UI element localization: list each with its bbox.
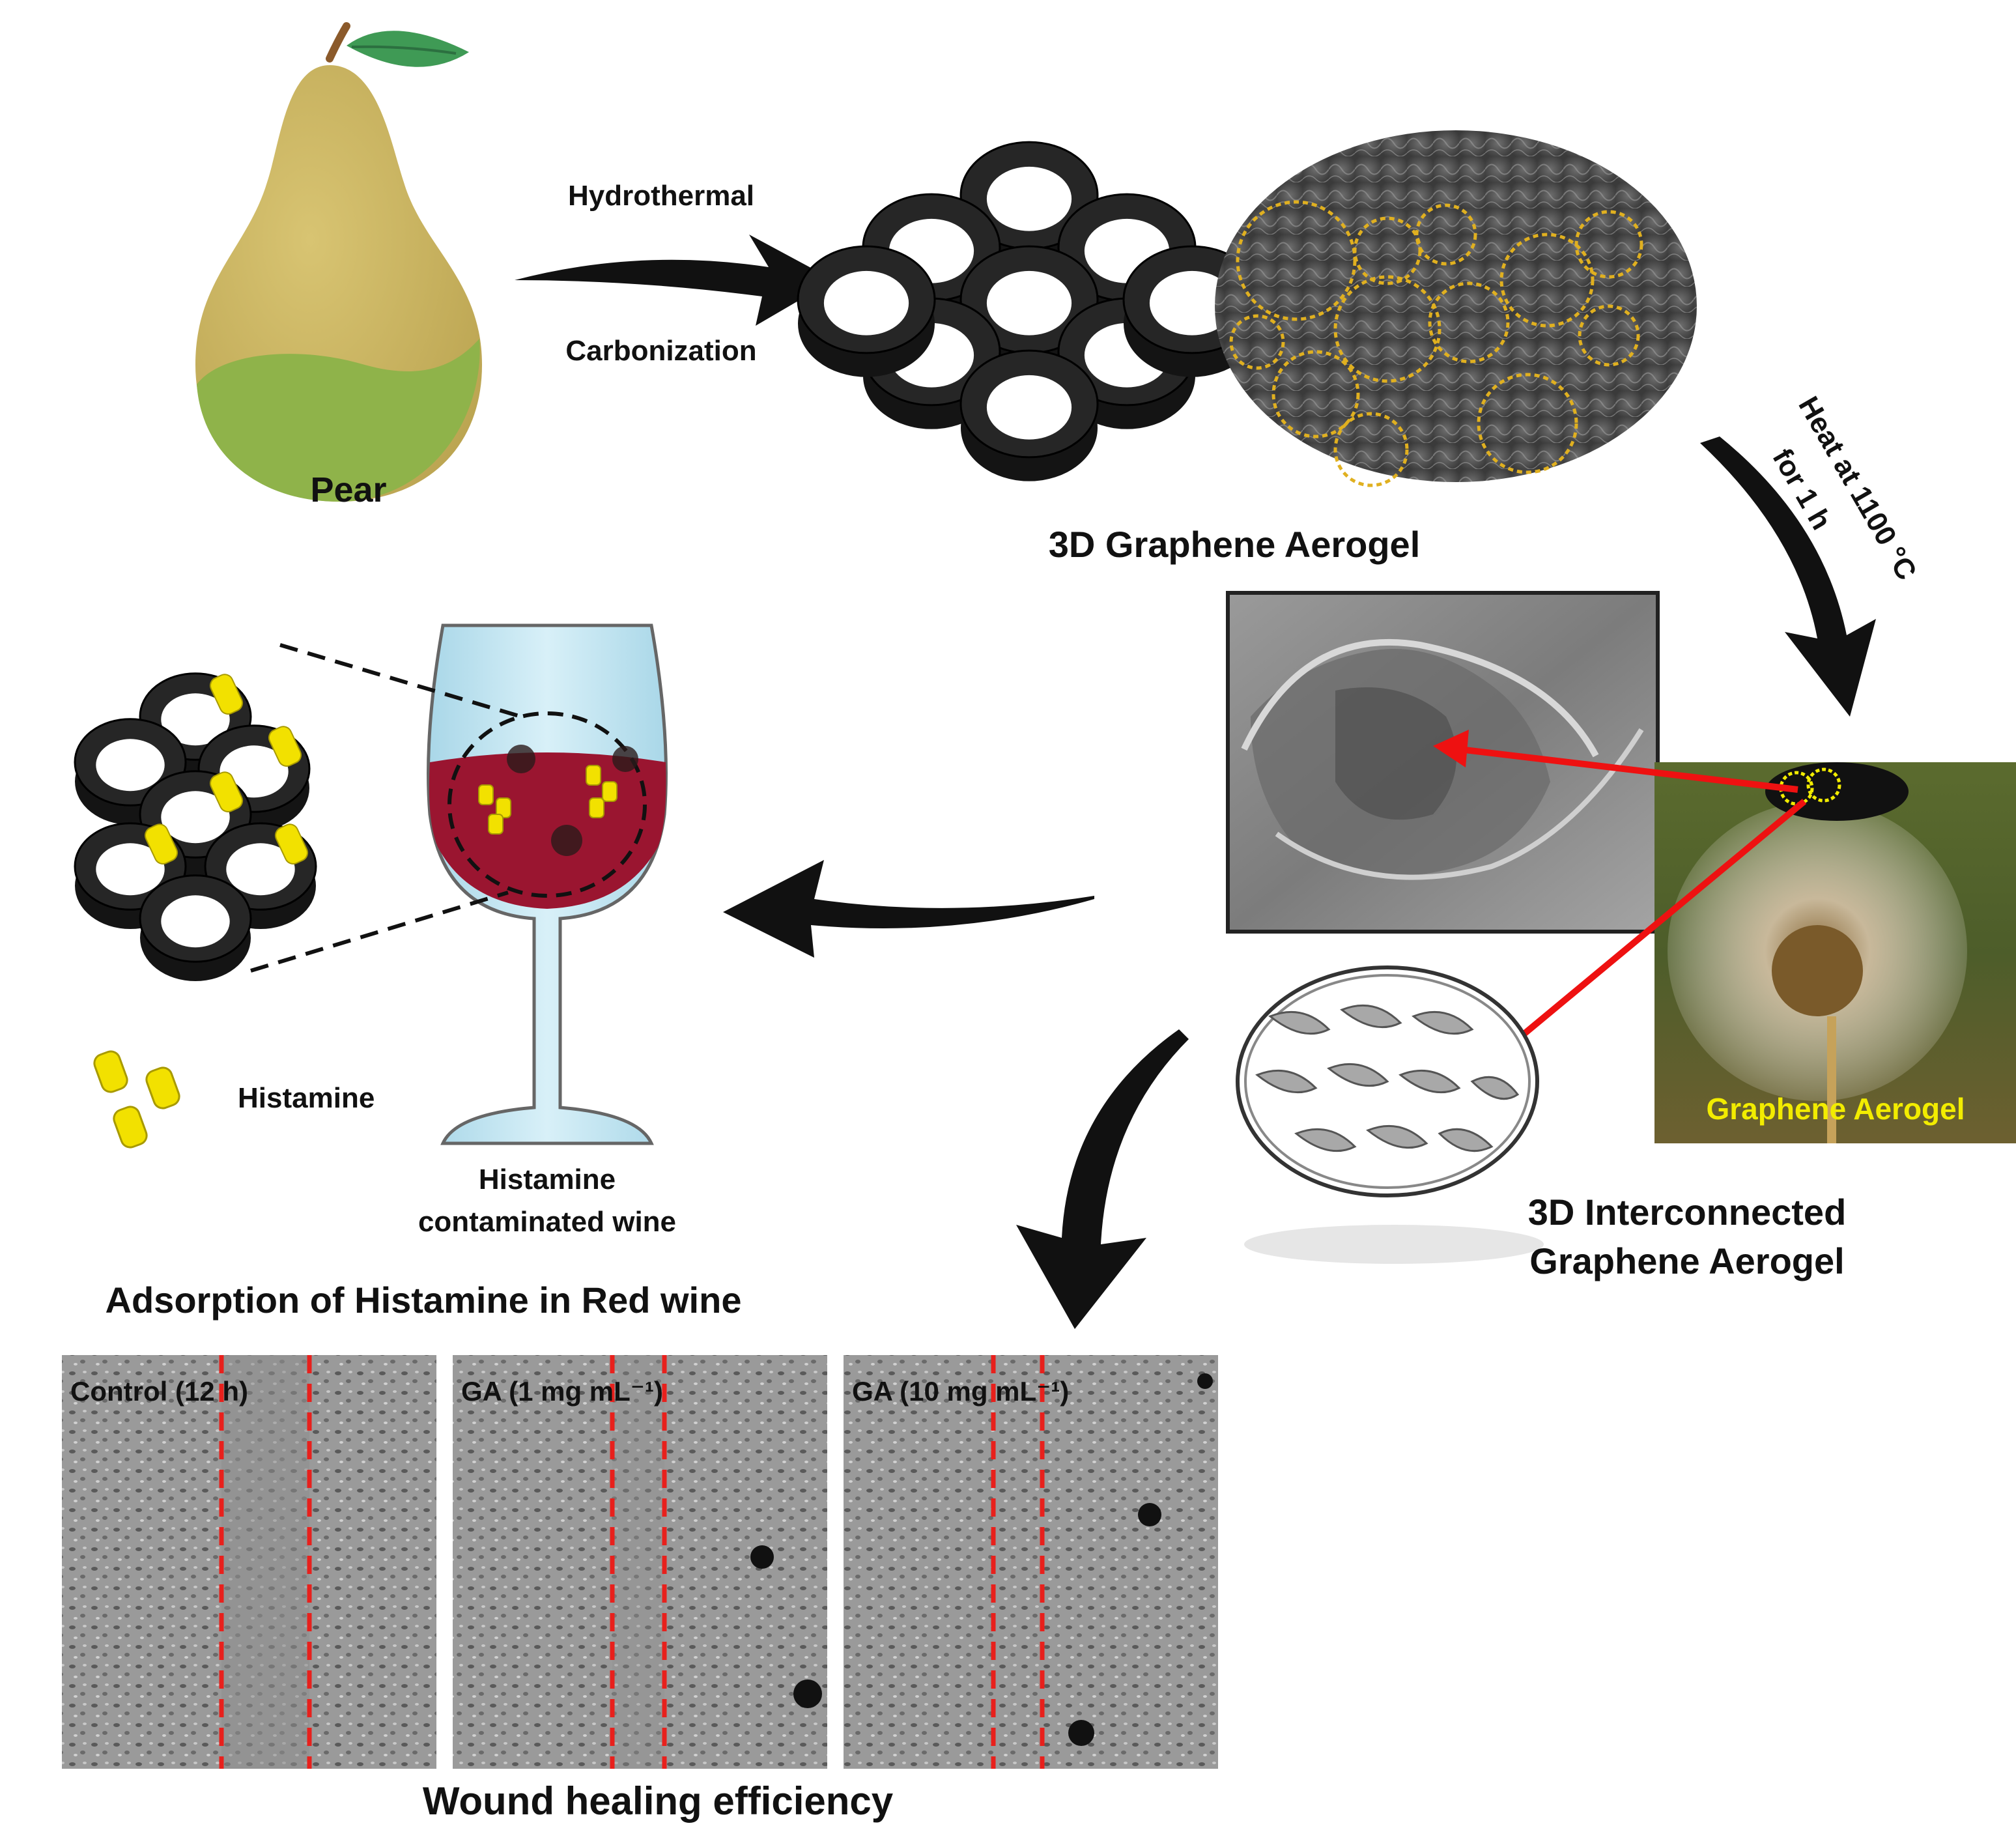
histamine-label: Histamine bbox=[238, 1082, 375, 1114]
carbon-tube-cluster bbox=[797, 141, 1262, 481]
interconnected-label-line1: 3D Interconnected bbox=[1528, 1192, 1847, 1233]
hydrothermal-label: Hydrothermal bbox=[568, 180, 754, 212]
panel-label-ga-1: GA (1 mg mL⁻¹) bbox=[461, 1376, 663, 1407]
wound-panel-ga-10: GA (10 mg mL⁻¹) bbox=[844, 1355, 1218, 1769]
wound-panel-control: Control (12 h) bbox=[62, 1355, 436, 1769]
zoom-dashed-lines bbox=[250, 643, 522, 973]
carbonization-label: Carbonization bbox=[565, 335, 756, 367]
aerogel-3d-label: 3D Graphene Aerogel bbox=[1049, 524, 1421, 565]
wine-label-line1: Histamine bbox=[479, 1164, 616, 1195]
wine-glass: Histamine contaminated wine bbox=[418, 623, 676, 1238]
interconnected-aerogel-ellipse: 3D Interconnected Graphene Aerogel bbox=[1236, 965, 1847, 1281]
wound-panel-ga-1: GA (1 mg mL⁻¹) bbox=[453, 1355, 827, 1769]
pear-label: Pear bbox=[310, 470, 386, 509]
sem-circle-image: 3D Graphene Aerogel bbox=[1049, 130, 1697, 565]
histamine-loaded-tubes bbox=[74, 672, 317, 982]
panel-label-ga-10: GA (10 mg mL⁻¹) bbox=[852, 1376, 1069, 1407]
interconnected-label-line2: Graphene Aerogel bbox=[1529, 1240, 1844, 1281]
pear-illustration: Pear bbox=[195, 22, 482, 509]
arrow-to-panels bbox=[1016, 1029, 1189, 1329]
process-arrow-1: Hydrothermal Carbonization bbox=[515, 180, 834, 367]
histamine-icon bbox=[93, 1050, 180, 1149]
arrow-to-wine bbox=[723, 860, 1094, 958]
heat-arrow: Heat at 1100 °C for 1 h bbox=[1700, 392, 1923, 717]
wine-label-line2: contaminated wine bbox=[418, 1206, 676, 1238]
graphene-aerogel-photo: Graphene Aerogel bbox=[1654, 762, 2016, 1143]
wound-healing-title: Wound healing efficiency bbox=[423, 1779, 894, 1823]
graphene-aerogel-photo-label: Graphene Aerogel bbox=[1706, 1092, 1965, 1126]
histamine-legend: Histamine bbox=[93, 1050, 375, 1149]
panel-label-control: Control (12 h) bbox=[70, 1376, 248, 1407]
adsorption-title: Adsorption of Histamine in Red wine bbox=[106, 1280, 742, 1321]
